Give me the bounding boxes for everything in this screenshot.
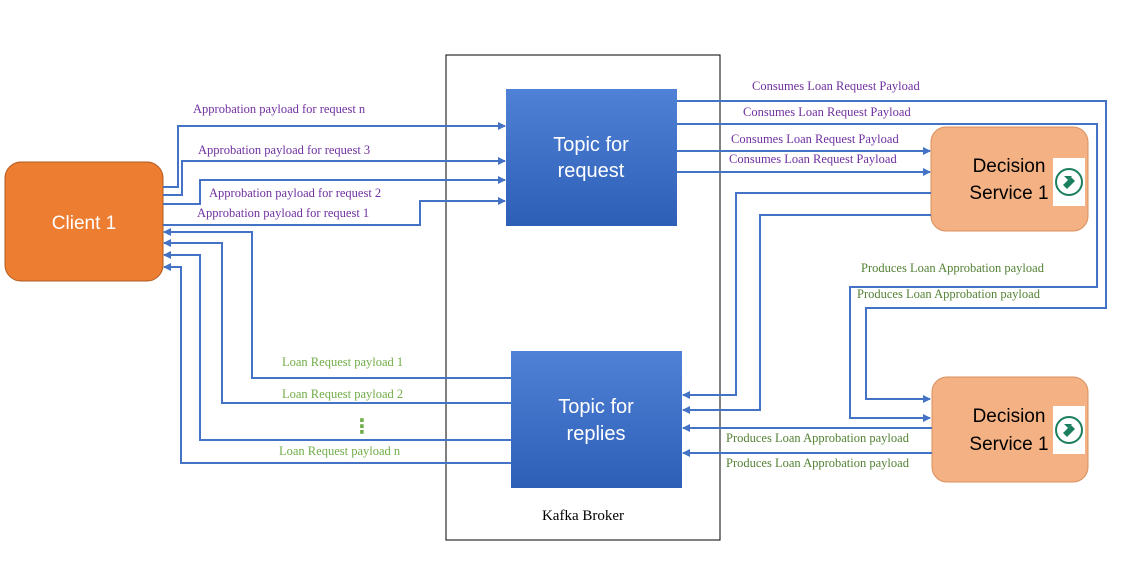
label-consumes-4: Consumes Loan Request Payload [729,152,897,166]
label-produces-2: Produces Loan Approbation payload [857,287,1041,301]
topic-replies-label-line2: replies [567,423,626,445]
label-consumes-3: Consumes Loan Request Payload [731,132,899,146]
edge-consumes-2 [677,123,1098,422]
topic-request-node[interactable] [506,89,677,226]
kafka-broker-label: Kafka Broker [542,508,624,524]
decision-service-bottom-node[interactable] [931,376,1089,483]
label-ellipsis: ⋮ [352,414,372,438]
decision-service-bottom-label-line2: Service 1 [969,434,1048,455]
decision-service-top-label-line2: Service 1 [969,183,1048,204]
topic-replies-node[interactable] [511,351,682,488]
edge-loan-request-n [163,263,511,464]
decision-service-bottom-label-line1: Decision [973,406,1046,427]
label-produces-3: Produces Loan Approbation payload [726,431,910,445]
edge-loan-request-3 [163,251,511,441]
label-loan-request-n: Loan Request payload n [279,444,401,458]
edge-loan-request-1 [163,228,511,379]
edge-produces-1 [682,192,931,399]
edge-produces-2 [682,214,931,414]
decision-service-top-node[interactable] [930,126,1089,232]
client-node[interactable] [4,161,164,282]
edge-consumes-1 [677,100,1107,403]
client-label: Client 1 [52,213,116,234]
label-consumes-1: Consumes Loan Request Payload [752,79,920,93]
connectors [163,100,1107,464]
label-approbation-n: Approbation payload for request n [193,102,366,116]
label-loan-request-2: Loan Request payload 2 [282,387,403,401]
label-produces-1: Produces Loan Approbation payload [861,261,1045,275]
edge-approbation-3 [163,157,506,196]
edge-loan-request-2 [163,239,511,404]
decision-service-logo-icon [1053,406,1085,454]
edge-approbation-n [163,122,506,188]
label-approbation-1: Approbation payload for request 1 [197,206,369,220]
edge-approbation-1 [163,197,506,226]
decision-service-logo-icon [1053,158,1085,206]
label-consumes-2: Consumes Loan Request Payload [743,105,911,119]
topic-request-label-line1: Topic for [553,134,629,156]
decision-service-top-label-line1: Decision [973,156,1046,177]
kafka-broker-frame [445,54,721,541]
edge-approbation-2 [163,176,506,205]
label-produces-4: Produces Loan Approbation payload [726,456,910,470]
label-loan-request-1: Loan Request payload 1 [282,355,403,369]
label-approbation-3: Approbation payload for request 3 [198,143,370,157]
topic-request-label-line2: request [558,160,625,182]
label-approbation-2: Approbation payload for request 2 [209,186,381,200]
topic-replies-label-line1: Topic for [558,396,634,418]
